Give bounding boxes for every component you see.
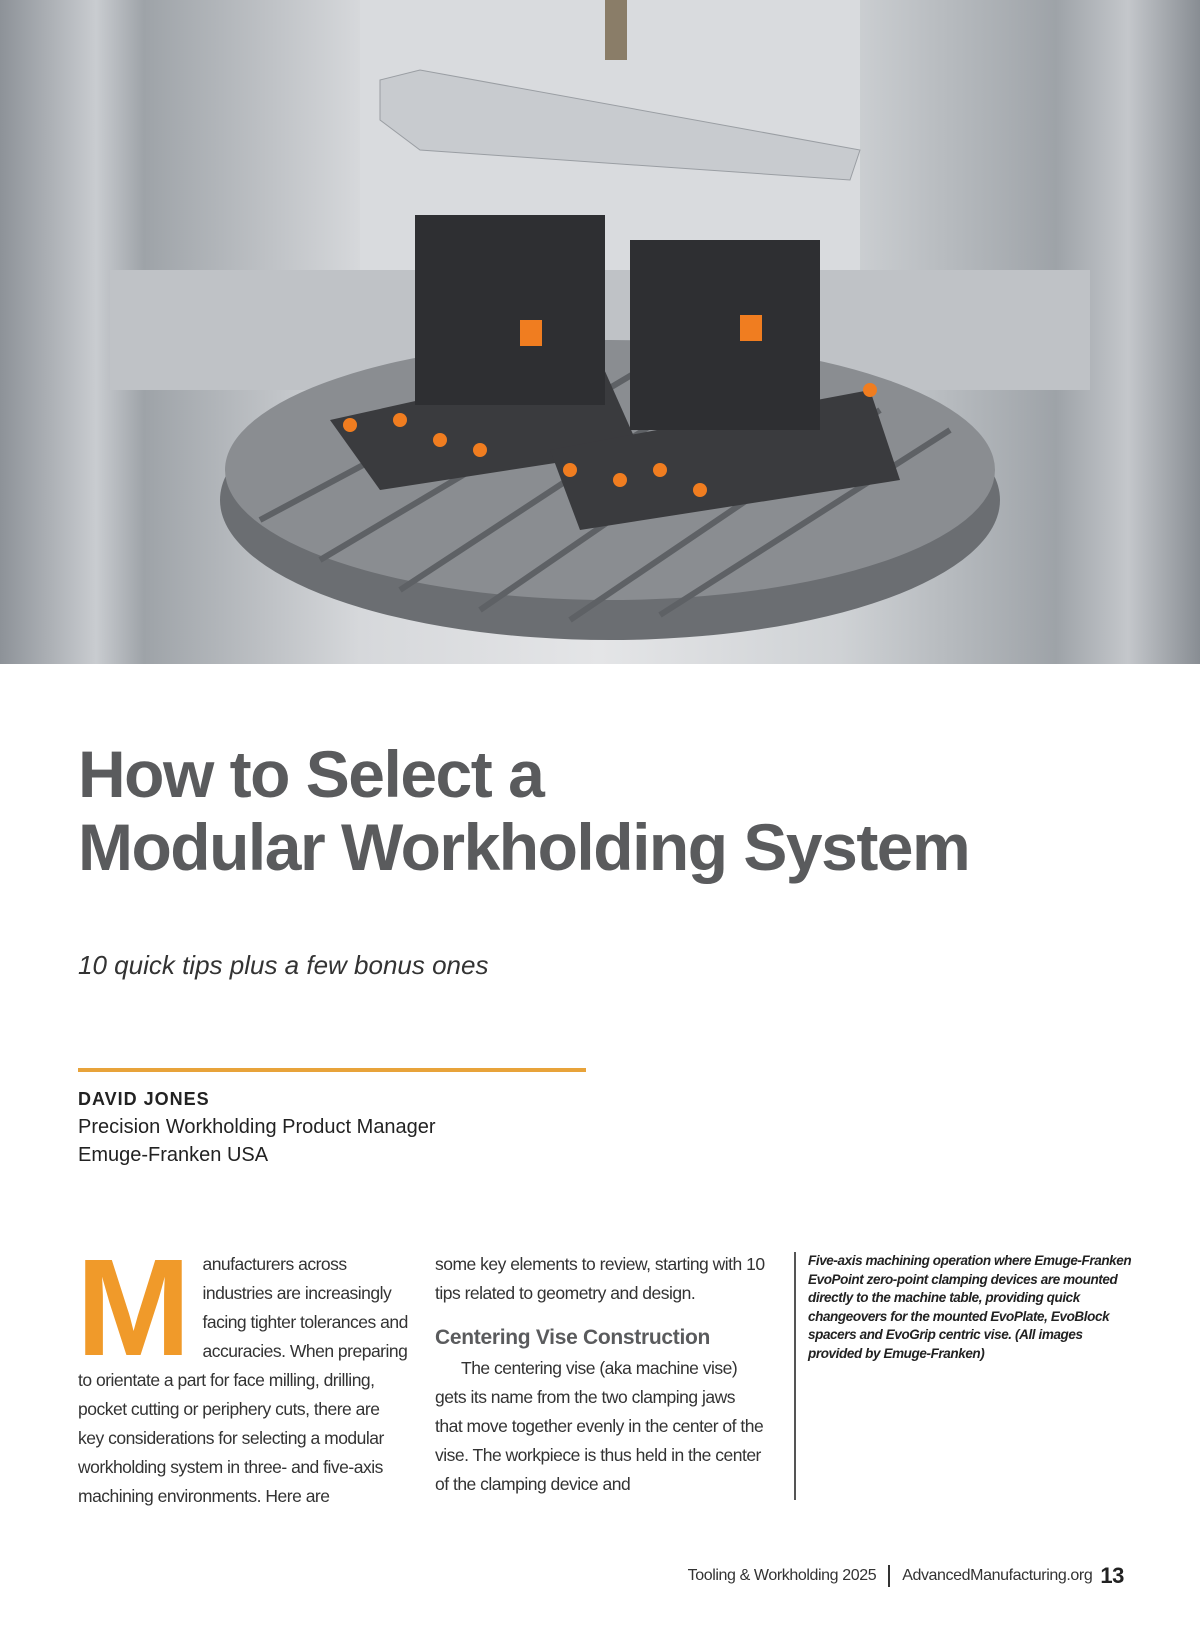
publication-name: Tooling & Workholding 2025	[687, 1567, 877, 1584]
page-footer: Tooling & Workholding 2025 AdvancedManuf…	[687, 1563, 1125, 1589]
drop-cap: M	[76, 1231, 191, 1385]
author-company: Emuge-Franken USA	[78, 1144, 269, 1166]
page-number: 13	[1100, 1563, 1124, 1588]
section-heading: Centering Vise Construction	[435, 1326, 711, 1349]
article-subtitle: 10 quick tips plus a few bonus ones	[78, 950, 489, 980]
website-link[interactable]: AdvancedManufacturing.org	[902, 1567, 1093, 1584]
byline: DAVID JONES Precision Workholding Produc…	[78, 1085, 436, 1169]
body-paragraph-continued: some key elements to review, starting wi…	[435, 1254, 765, 1303]
author-role: Precision Workholding Product Manager	[78, 1116, 436, 1138]
title-line-2: Modular Workholding System	[78, 810, 971, 884]
title-line-1: How to Select a	[78, 737, 545, 811]
body-paragraph: anufacturers across industries are incre…	[78, 1254, 408, 1506]
machining-table-illustration	[110, 0, 1090, 640]
accent-rule	[78, 1068, 586, 1072]
section-paragraph: The centering vise (aka machine vise) ge…	[435, 1358, 764, 1494]
footer-separator	[888, 1565, 891, 1587]
photo-caption: Five-axis machining operation where Emug…	[808, 1253, 1132, 1361]
hero-photo	[0, 0, 1200, 664]
article-title: How to Select a Modular Workholding Syst…	[78, 737, 971, 884]
body-column-2: some key elements to review, starting wi…	[435, 1250, 765, 1499]
author-name: DAVID JONES	[78, 1089, 210, 1109]
caption-divider	[794, 1252, 796, 1500]
body-column-1: M anufacturers across industries are inc…	[76, 1231, 408, 1511]
